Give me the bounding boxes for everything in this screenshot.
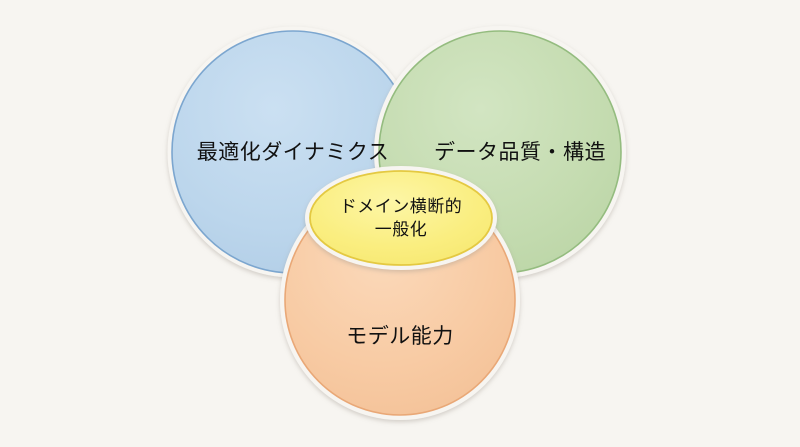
intersection-ellipse-cross-domain-generalization[interactable] — [305, 166, 497, 270]
intersection-body — [309, 170, 493, 266]
